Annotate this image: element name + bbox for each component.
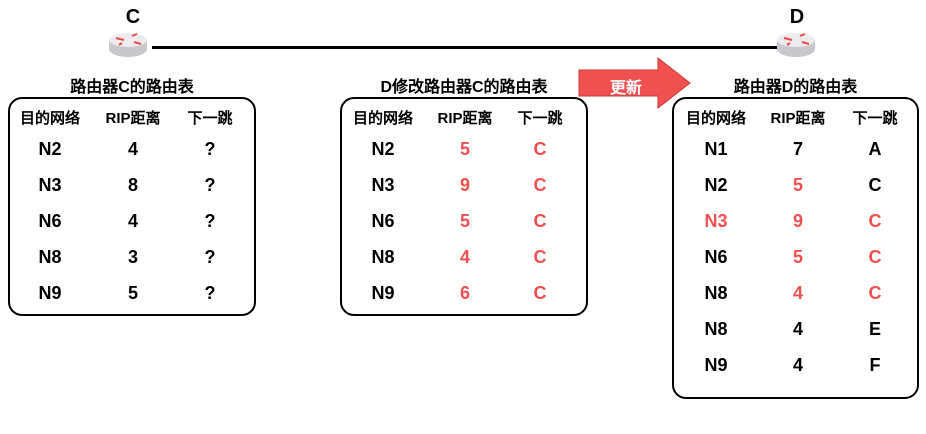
- table-cell-dist: 4: [127, 211, 138, 231]
- column-header: RIP距离: [770, 110, 826, 127]
- table-cell-hop: E: [868, 319, 881, 339]
- table-cell-dist: 9: [459, 175, 470, 195]
- table-cell-hop: ?: [204, 175, 216, 195]
- table-cell-net: N2: [704, 175, 728, 195]
- table-cell-dist: 4: [792, 355, 803, 375]
- table-cell-net: N9: [371, 283, 395, 303]
- table-cell-net: N9: [704, 355, 728, 375]
- column-header: RIP距离: [105, 110, 161, 127]
- table-cell-hop: ?: [204, 139, 216, 159]
- routing-table-title: 路由器D的路由表: [733, 79, 858, 96]
- table-cell-net: N2: [38, 139, 62, 159]
- column-header: 目的网络: [352, 110, 413, 127]
- table-cell-net: N8: [38, 247, 62, 267]
- table-cell-net: N9: [38, 283, 62, 303]
- table-cell-hop: C: [868, 175, 882, 195]
- table-cell-dist: 5: [459, 211, 470, 231]
- column-header: RIP距离: [437, 110, 493, 127]
- table-cell-hop: C: [868, 247, 882, 267]
- table-cell-hop: C: [533, 247, 547, 267]
- table-cell-dist: 5: [127, 283, 138, 303]
- column-header: 目的网络: [19, 110, 80, 127]
- column-header: 下一跳: [852, 110, 898, 127]
- table-cell-hop: ?: [204, 211, 216, 231]
- table-cell-hop: C: [868, 211, 882, 231]
- column-header: 下一跳: [517, 110, 563, 127]
- table-cell-net: N8: [704, 283, 728, 303]
- routing-table-title: D修改路由器C的路由表: [380, 79, 548, 96]
- table-cell-net: N3: [38, 175, 62, 195]
- router-d-label: D: [789, 6, 805, 28]
- table-cell-dist: 7: [792, 139, 803, 159]
- routing-table-box: [8, 97, 256, 316]
- routing-table-box: [672, 97, 919, 399]
- update-arrow-icon: [578, 57, 691, 109]
- table-cell-dist: 4: [459, 247, 470, 267]
- table-cell-hop: C: [533, 283, 547, 303]
- table-cell-net: N3: [371, 175, 395, 195]
- routing-table-box: [340, 97, 588, 316]
- table-cell-hop: F: [869, 355, 881, 375]
- table-cell-dist: 4: [792, 319, 803, 339]
- table-cell-net: N6: [38, 211, 62, 231]
- table-cell-dist: 3: [127, 247, 138, 267]
- router-c-icon: [109, 33, 147, 57]
- table-cell-dist: 5: [792, 175, 803, 195]
- table-cell-net: N3: [704, 211, 728, 231]
- table-cell-net: N2: [371, 139, 395, 159]
- router-c-label: C: [125, 6, 141, 28]
- table-cell-hop: C: [868, 283, 882, 303]
- column-header: 下一跳: [187, 110, 233, 127]
- table-cell-dist: 6: [459, 283, 470, 303]
- table-cell-dist: 5: [792, 247, 803, 267]
- network-link: [152, 46, 778, 49]
- table-cell-dist: 8: [127, 175, 138, 195]
- table-cell-hop: ?: [204, 283, 216, 303]
- table-cell-net: N6: [371, 211, 395, 231]
- table-cell-hop: C: [533, 139, 547, 159]
- table-cell-hop: A: [868, 139, 882, 159]
- update-arrow-label: 更新: [609, 80, 642, 97]
- table-cell-dist: 4: [127, 139, 138, 159]
- table-cell-hop: C: [533, 175, 547, 195]
- table-cell-net: N8: [371, 247, 395, 267]
- routing-table-title: 路由器C的路由表: [70, 79, 194, 96]
- table-cell-net: N6: [704, 247, 728, 267]
- table-cell-net: N1: [704, 139, 728, 159]
- table-cell-dist: 4: [792, 283, 803, 303]
- table-cell-dist: 5: [459, 139, 470, 159]
- column-header: 目的网络: [685, 110, 746, 127]
- router-d-icon: [777, 33, 815, 57]
- table-cell-dist: 9: [792, 211, 803, 231]
- table-cell-net: N8: [704, 319, 728, 339]
- table-cell-hop: ?: [204, 247, 216, 267]
- table-cell-hop: C: [533, 211, 547, 231]
